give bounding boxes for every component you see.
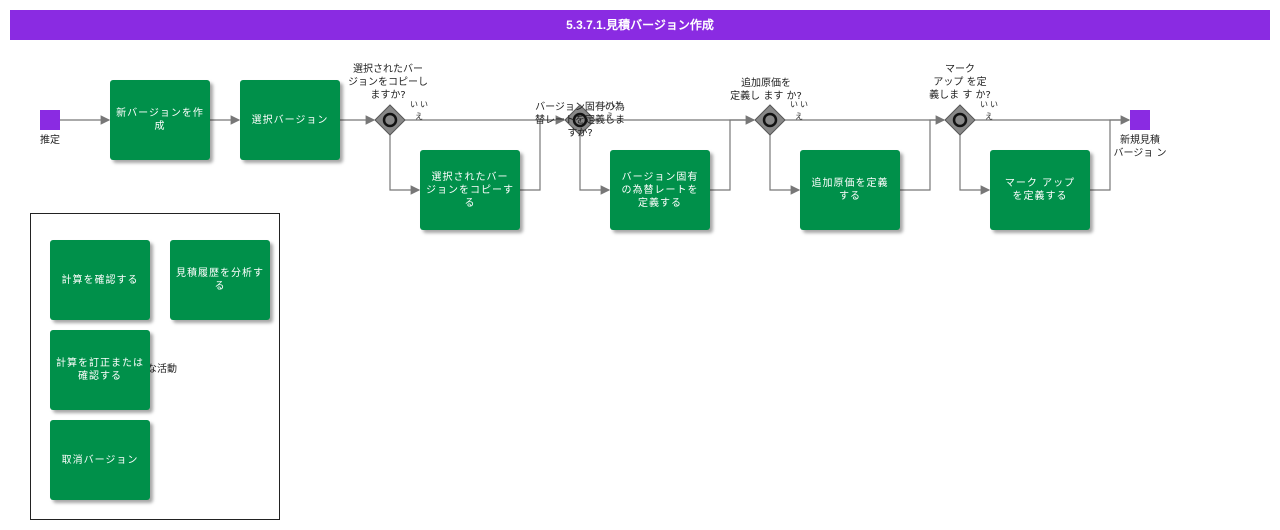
start-event-label: 推定 <box>40 135 60 146</box>
gateway-2-no-label: いい え <box>601 100 621 121</box>
task-correct-or-confirm-calculation[interactable]: 計算を訂正または 確認する <box>50 330 150 410</box>
end-event-label: 新規見積 バージョ ン <box>1113 135 1167 159</box>
edge-fx-to-g3 <box>710 119 754 191</box>
task-select-version[interactable]: 選択バージョン <box>240 80 340 160</box>
gateway-4-no-label: いい え <box>980 100 1000 121</box>
gateway-1 <box>374 104 406 136</box>
edge-markup-to-end <box>1090 119 1129 191</box>
gateway-2 <box>564 104 596 136</box>
gateways <box>374 104 976 136</box>
task-define-additional-cost[interactable]: 追加原価を定義 する <box>800 150 900 230</box>
gateway-3-question: 追加原価を 定義し ます か? <box>730 78 802 102</box>
activity-group <box>30 213 280 520</box>
gateway-2-question: バージョン固有の為 替レートを定義しま すか? <box>535 102 625 139</box>
gateway-4-question: マーク アップ を定 義しま す か? <box>929 64 991 101</box>
diagram-title: 5.3.7.1.見積バージョン作成 <box>10 10 1270 40</box>
end-event[interactable] <box>1130 110 1150 130</box>
edge-g3-yes <box>769 135 801 195</box>
edge-g2-yes <box>579 135 611 195</box>
gateway-1-no-label: いい え <box>410 100 430 121</box>
task-define-version-fx-rate[interactable]: バージョン固有 の為替レートを 定義する <box>610 150 710 230</box>
edge-cost-to-g4 <box>900 119 944 191</box>
task-define-markup[interactable]: マーク アップ を定義する <box>990 150 1090 230</box>
gateway-4 <box>944 104 976 136</box>
gateway-3-no-label: いい え <box>790 100 810 121</box>
task-create-new-version[interactable]: 新バージョンを作 成 <box>110 80 210 160</box>
task-confirm-calculation[interactable]: 計算を確認する <box>50 240 150 320</box>
task-cancel-version[interactable]: 取消バージョン <box>50 420 150 500</box>
edge-g1-yes <box>389 135 421 195</box>
task-analyze-estimate-history[interactable]: 見積履歴を分析す る <box>170 240 270 320</box>
gateway-3 <box>754 104 786 136</box>
edge-copy-to-g2 <box>520 119 564 191</box>
activity-group-label: な活動 <box>147 364 177 375</box>
edge-g4-yes <box>959 135 991 195</box>
gateway-1-question: 選択されたバー ジョンをコピーし ますか? <box>348 64 428 101</box>
start-event[interactable] <box>40 110 60 130</box>
task-copy-selected-version[interactable]: 選択されたバー ジョンをコピーす る <box>420 150 520 230</box>
